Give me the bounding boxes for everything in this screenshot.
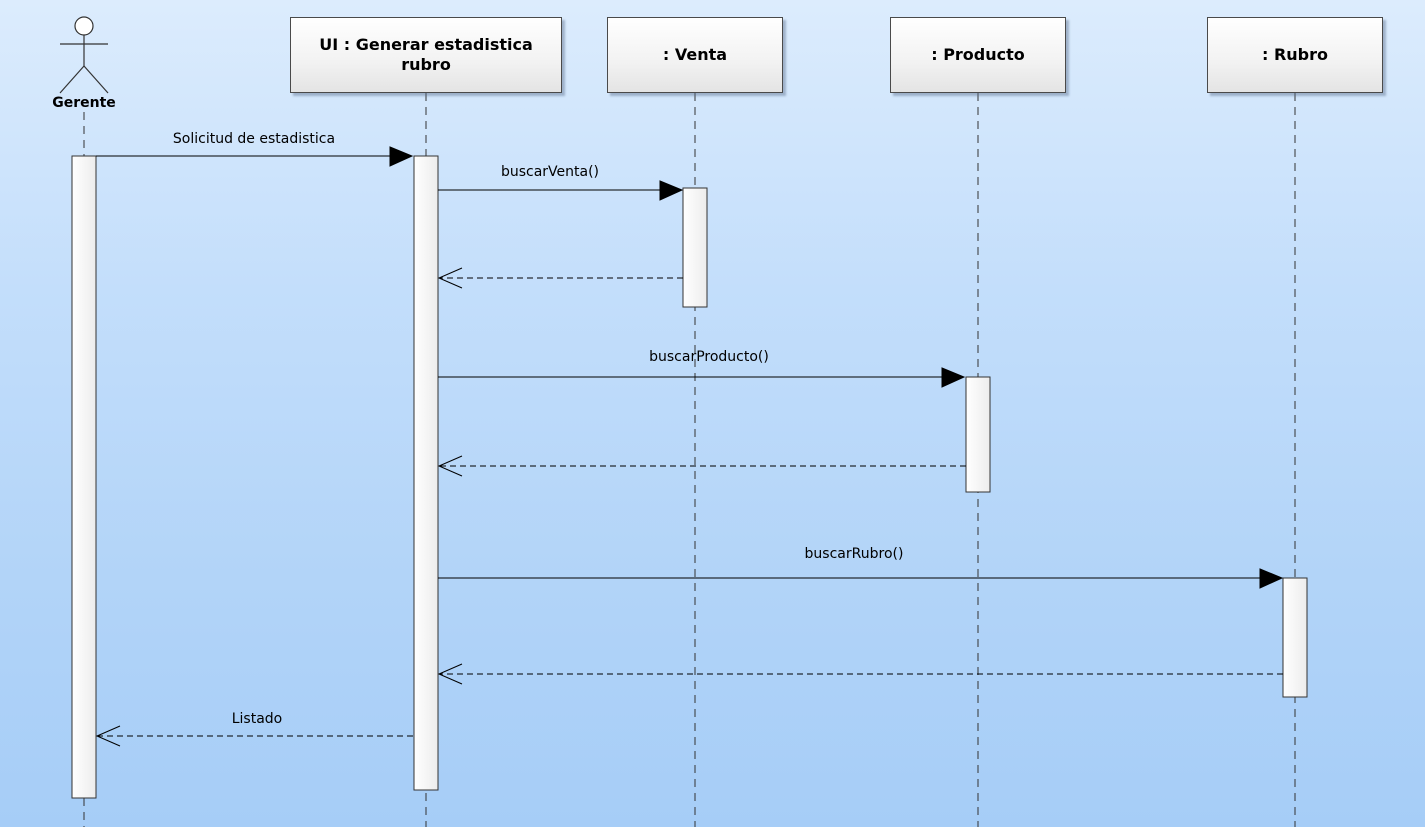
lifeline-header-venta[interactable]: : Venta <box>607 17 783 93</box>
activation-gerente <box>71 155 97 799</box>
message-label-listado: Listado <box>231 711 283 727</box>
lifeline-label-producto: : Producto <box>931 45 1025 64</box>
lifeline-label-ui: UI : Generar estadistica rubro <box>319 35 533 74</box>
return-arrow-listado <box>95 725 413 747</box>
actor-icon <box>59 16 109 94</box>
actor-label-gerente: Gerente <box>52 95 116 111</box>
lifeline-header-ui[interactable]: UI : Generar estadistica rubro <box>290 17 562 93</box>
activation-ui <box>413 155 439 791</box>
message-label-buscar-venta: buscarVenta() <box>500 164 600 180</box>
return-arrow-producto <box>437 455 966 477</box>
return-arrow-rubro <box>437 663 1283 685</box>
message-label-buscar-producto: buscarProducto() <box>649 349 769 365</box>
return-arrow-venta <box>437 267 683 289</box>
message-label-buscar-rubro: buscarRubro() <box>804 546 904 562</box>
message-arrow-buscar-rubro <box>438 568 1284 589</box>
lifeline-label-venta: : Venta <box>662 45 728 64</box>
message-arrow-buscar-producto <box>438 367 966 388</box>
message-arrow-solicitud <box>96 146 414 167</box>
lifeline-label-rubro: : Rubro <box>1261 45 1328 64</box>
activation-venta <box>682 187 708 308</box>
message-label-solicitud: Solicitud de estadistica <box>172 131 336 147</box>
lifeline-header-rubro[interactable]: : Rubro <box>1207 17 1383 93</box>
activation-rubro <box>1282 577 1308 698</box>
lifeline-header-producto[interactable]: : Producto <box>890 17 1066 93</box>
activation-producto <box>965 376 991 493</box>
message-arrow-buscar-venta <box>438 180 684 201</box>
